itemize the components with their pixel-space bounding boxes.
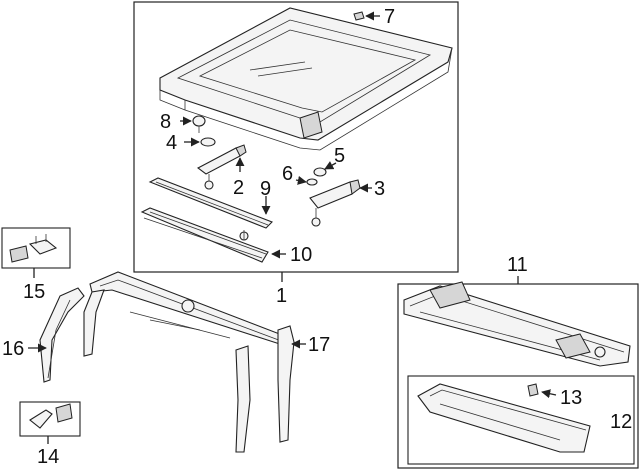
part-9-rail [148, 177, 273, 229]
part-6-clip [306, 178, 318, 186]
callout-16: 16 [2, 338, 24, 360]
callout-7: 7 [384, 6, 395, 28]
group-1-frame [133, 1, 459, 273]
group-11-frame [397, 283, 639, 469]
part-15-switch [9, 234, 58, 263]
part-10-channel [140, 207, 269, 263]
part-4-grommet [200, 137, 216, 147]
callout-10: 10 [290, 244, 312, 266]
callout-8: 8 [160, 111, 171, 133]
callout-15: 15 [23, 281, 45, 303]
callout-4: 4 [166, 132, 177, 154]
group-14-frame [19, 401, 81, 437]
callout-3: 3 [374, 178, 385, 200]
part-2-bracket [196, 144, 247, 190]
callout-11: 11 [507, 254, 528, 276]
sunroof-panel [159, 7, 453, 151]
callout-1: 1 [276, 285, 287, 307]
callout-14: 14 [37, 446, 59, 468]
part-11-track-assembly [403, 281, 631, 367]
roof-frame [39, 271, 295, 453]
callout-17: 17 [308, 334, 330, 356]
part-14-bracket [29, 403, 73, 429]
callout-6: 6 [282, 163, 293, 185]
part-13-clip [527, 383, 539, 397]
callout-5: 5 [334, 145, 345, 167]
callout-12: 12 [610, 411, 632, 433]
part-7-clip [353, 11, 365, 21]
callout-9: 9 [260, 178, 271, 200]
group-15-frame [1, 227, 71, 269]
callout-13: 13 [560, 387, 582, 409]
part-8-pin [192, 115, 206, 133]
callout-2: 2 [233, 177, 244, 199]
part-5-grommet [313, 167, 327, 177]
part-12-shade [417, 383, 591, 453]
part-3-bracket [309, 179, 361, 227]
group-12-frame [407, 375, 635, 465]
